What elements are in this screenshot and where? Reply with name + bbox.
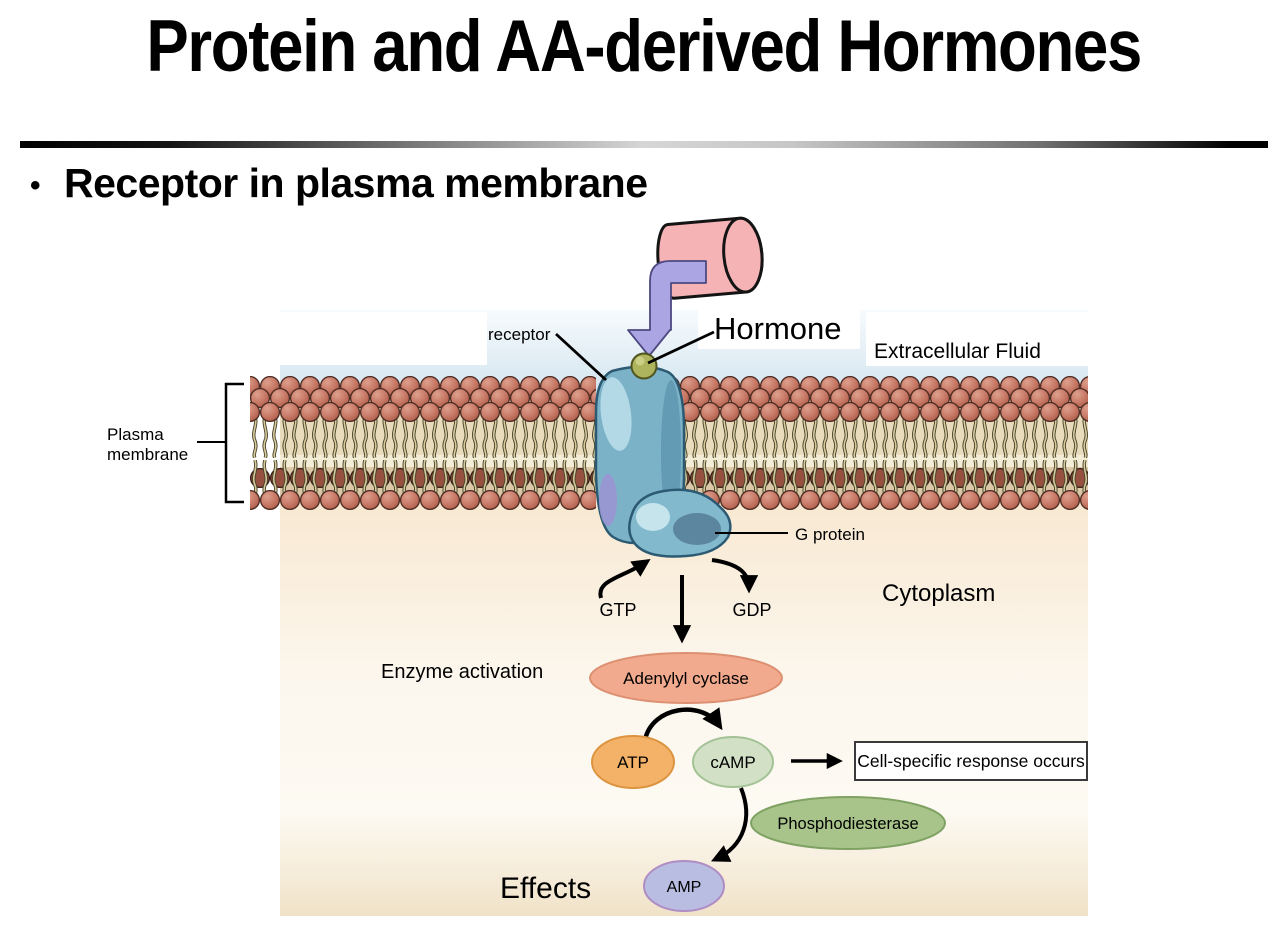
- camp-label: cAMP: [710, 753, 755, 772]
- arrow-atp-to-camp: [642, 707, 723, 741]
- membrane-heads-top-front: [250, 402, 596, 422]
- receptor-label: receptor: [488, 325, 551, 344]
- receptor-purple-patch: [599, 474, 617, 526]
- response-box-label: Cell-specific response occurs: [857, 751, 1085, 771]
- response-box: [854, 741, 1088, 781]
- membrane-heads-bottom-front: [250, 490, 596, 510]
- arrow-gtp-to-gprotein: [598, 558, 651, 599]
- atp-ellipse: [591, 735, 675, 789]
- receptor-pointer-line: [555, 332, 607, 382]
- phosphodiesterase-label: Phosphodiesterase: [777, 815, 918, 833]
- amp-ellipse: [643, 860, 725, 912]
- hormone-label: Hormone: [714, 311, 842, 346]
- title-divider-rule: [20, 141, 1268, 148]
- adenylyl-cyclase-label: Adenylyl cyclase: [623, 669, 749, 688]
- plasma-membrane-bilayer: [250, 376, 1088, 510]
- slide-title: Protein and AA-derived Hormones: [0, 6, 1288, 87]
- arrow-camp-to-amp: [710, 787, 749, 862]
- bullet-text: Receptor in plasma membrane: [64, 160, 648, 206]
- g-protein-shape: [628, 488, 732, 558]
- cytoplasm-label: Cytoplasm: [882, 580, 995, 607]
- membrane-heads-bottom-front: [672, 490, 1088, 510]
- plasma-membrane-bracket: [197, 382, 244, 504]
- bullet-glyph: •: [30, 169, 41, 202]
- membrane-tails-upper: [672, 416, 1088, 458]
- plasma-membrane-label-line2: membrane: [107, 445, 188, 464]
- gdp-label: GDP: [732, 600, 771, 620]
- phosphodiesterase-ellipse: [750, 796, 946, 850]
- membrane-tails-upper: [250, 416, 596, 458]
- hormone-binding-arrow-icon: [627, 260, 707, 357]
- hormone-pointer-line: [647, 330, 715, 365]
- adenylyl-cyclase-ellipse: [589, 652, 783, 704]
- hormone-ligand-ball: [630, 352, 658, 380]
- g-protein-label: G protein: [795, 525, 865, 544]
- enzyme-activation-label: Enzyme activation: [381, 661, 543, 683]
- label-backdrop: [280, 312, 487, 365]
- plasma-membrane-label-line1: Plasma: [107, 425, 164, 444]
- arrow-gprotein-to-gdp: [711, 558, 759, 594]
- slide-title-text: Protein and AA-derived Hormones: [146, 6, 1143, 87]
- atp-label: ATP: [617, 753, 649, 772]
- membrane-heads-top-front: [672, 402, 1088, 422]
- label-backdrop: [866, 312, 1088, 366]
- bullet-line: • Receptor in plasma membrane: [28, 160, 648, 207]
- label-backdrop: [698, 310, 860, 349]
- extracellular-fluid-label: Extracellular Fluid: [874, 340, 1041, 363]
- effects-label: Effects: [500, 872, 591, 905]
- amp-label: AMP: [667, 879, 702, 896]
- gtp-label: GTP: [599, 600, 636, 620]
- camp-ellipse: [692, 736, 774, 788]
